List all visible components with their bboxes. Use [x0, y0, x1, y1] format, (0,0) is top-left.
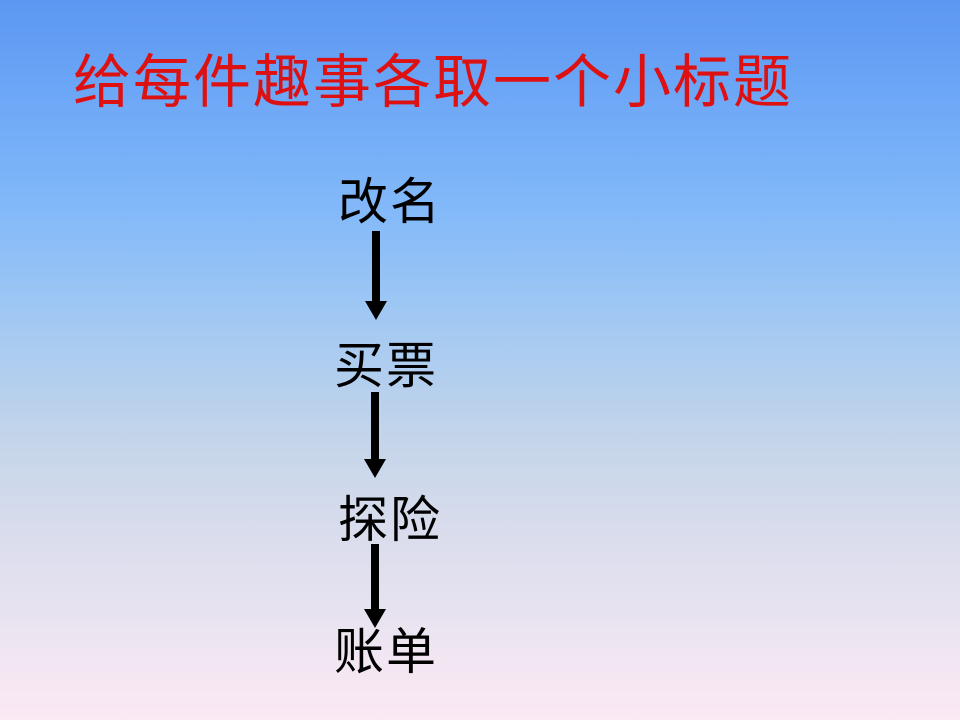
flow-step-3-label: 探险 — [338, 492, 442, 548]
slide-title: 给每件趣事各取一个小标题 — [73, 50, 794, 115]
arrow-head — [364, 609, 386, 628]
flow-step-4-label: 账单 — [334, 624, 438, 680]
flow-step-2-label: 买票 — [334, 338, 438, 394]
down-arrow-icon — [365, 231, 387, 320]
flow-step-1-label: 改名 — [338, 174, 442, 230]
down-arrow-icon — [364, 544, 386, 628]
down-arrow-icon — [364, 392, 386, 478]
arrow-shaft — [371, 392, 379, 459]
arrow-head — [364, 459, 386, 478]
arrow-head — [365, 301, 387, 320]
arrow-shaft — [371, 544, 379, 609]
arrow-shaft — [372, 231, 380, 301]
